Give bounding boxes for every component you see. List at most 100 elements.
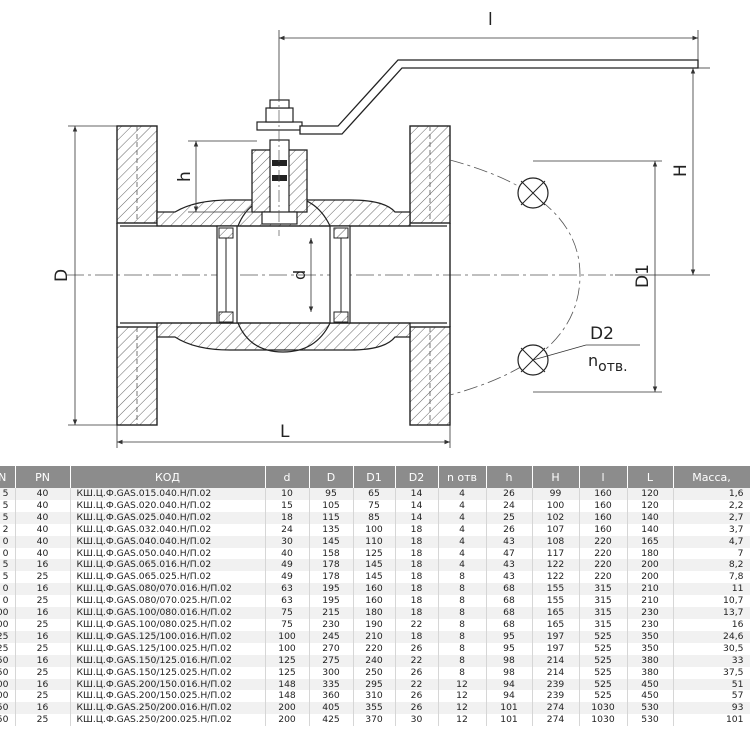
- table-row: 5025КШ.Ц.Ф.GAS.250/200.025.Н/П.022004253…: [0, 714, 750, 727]
- column-header: D1: [353, 466, 396, 488]
- table-cell: 160: [353, 583, 396, 596]
- table-cell: 50: [0, 654, 16, 667]
- table-cell: 24,6: [673, 630, 750, 643]
- table-cell: 8: [438, 618, 487, 631]
- table-cell: 148: [265, 690, 310, 703]
- table-cell: 26: [486, 488, 533, 500]
- table-cell: 8: [438, 595, 487, 608]
- table-cell: КШ.Ц.Ф.GAS.250/200.016.Н/П.02: [70, 702, 266, 715]
- column-header: h: [486, 466, 533, 488]
- table-cell: 25: [486, 511, 533, 524]
- table-cell: 18: [395, 595, 439, 608]
- table-cell: 200: [265, 702, 310, 715]
- table-cell: 215: [309, 607, 354, 619]
- table-cell: 4: [438, 535, 487, 548]
- column-header: D2: [395, 466, 439, 488]
- table-cell: 85: [353, 511, 396, 524]
- table-cell: 4: [438, 523, 487, 536]
- table-cell: 16: [15, 583, 71, 596]
- table-cell: 26: [395, 690, 439, 703]
- table-cell: 230: [309, 618, 354, 631]
- table-row: 5016КШ.Ц.Ф.GAS.150/125.016.Н/П.021252752…: [0, 654, 750, 667]
- table-cell: 26: [395, 702, 439, 715]
- table-cell: 22: [395, 678, 439, 691]
- table-cell: 5: [0, 571, 16, 584]
- table-cell: 94: [486, 678, 533, 691]
- table-cell: 18: [395, 535, 439, 548]
- column-header: КОД: [70, 466, 266, 488]
- table-cell: 95: [486, 642, 533, 655]
- table-cell: 165: [532, 618, 580, 631]
- table-cell: 63: [265, 583, 310, 596]
- table-cell: 18: [265, 511, 310, 524]
- table-cell: 95: [309, 488, 354, 500]
- table-cell: КШ.Ц.Ф.GAS.080/070.025.Н/П.02: [70, 595, 266, 608]
- table-cell: 200: [265, 714, 310, 727]
- table-cell: 68: [486, 595, 533, 608]
- table-cell: 195: [309, 595, 354, 608]
- table-cell: 4: [438, 499, 487, 512]
- table-cell: 108: [532, 535, 580, 548]
- table-cell: 12: [438, 690, 487, 703]
- table-cell: 101: [486, 714, 533, 727]
- table-cell: 145: [309, 535, 354, 548]
- table-cell: 51: [673, 678, 750, 691]
- table-cell: 100: [353, 523, 396, 536]
- table-cell: 425: [309, 714, 354, 727]
- table-cell: 43: [486, 559, 533, 572]
- table-cell: 16: [15, 678, 71, 691]
- table-cell: 47: [486, 547, 533, 560]
- table-cell: 240: [353, 654, 396, 667]
- table-cell: 110: [353, 535, 396, 548]
- table-cell: 197: [532, 630, 580, 643]
- table-cell: 530: [627, 714, 674, 727]
- table-cell: 0: [0, 595, 16, 608]
- table-cell: 239: [532, 690, 580, 703]
- table-cell: 00: [0, 678, 16, 691]
- table-cell: 220: [353, 642, 396, 655]
- table-cell: 18: [395, 607, 439, 619]
- table-cell: 16: [15, 607, 71, 619]
- table-cell: 122: [532, 571, 580, 584]
- table-cell: 100: [532, 499, 580, 512]
- table-cell: 18: [395, 523, 439, 536]
- table-cell: 5: [0, 511, 16, 524]
- table-cell: 178: [309, 559, 354, 572]
- table-cell: 13,7: [673, 607, 750, 619]
- table-cell: 315: [579, 595, 628, 608]
- table-cell: 18: [395, 571, 439, 584]
- table-cell: 525: [579, 630, 628, 643]
- table-cell: 148: [265, 678, 310, 691]
- table-cell: КШ.Ц.Ф.GAS.250/200.025.Н/П.02: [70, 714, 266, 727]
- table-cell: 8: [438, 571, 487, 584]
- table-cell: 37,5: [673, 666, 750, 679]
- lever-handle: [299, 59, 699, 135]
- table-cell: 8: [438, 654, 487, 667]
- table-cell: 210: [353, 630, 396, 643]
- table-cell: 274: [532, 702, 580, 715]
- table-cell: КШ.Ц.Ф.GAS.020.040.Н/П.02: [70, 499, 266, 512]
- table-cell: 230: [627, 618, 674, 631]
- label-D1: D1: [633, 264, 653, 288]
- table-cell: 315: [579, 607, 628, 619]
- table-cell: 14: [395, 511, 439, 524]
- column-header: PN: [15, 466, 71, 488]
- table-cell: 00: [0, 690, 16, 703]
- table-cell: 7: [673, 547, 750, 560]
- stem-assembly: [251, 90, 308, 236]
- table-cell: 1030: [579, 714, 628, 727]
- table-cell: 50: [0, 702, 16, 715]
- table-cell: 50: [0, 666, 16, 679]
- table-cell: 102: [532, 511, 580, 524]
- table-cell: 40: [265, 547, 310, 560]
- dimension-lines: [68, 30, 710, 448]
- table-cell: 25: [0, 630, 16, 643]
- table-cell: 15: [265, 499, 310, 512]
- table-cell: 57: [673, 690, 750, 703]
- table-cell: 16: [15, 702, 71, 715]
